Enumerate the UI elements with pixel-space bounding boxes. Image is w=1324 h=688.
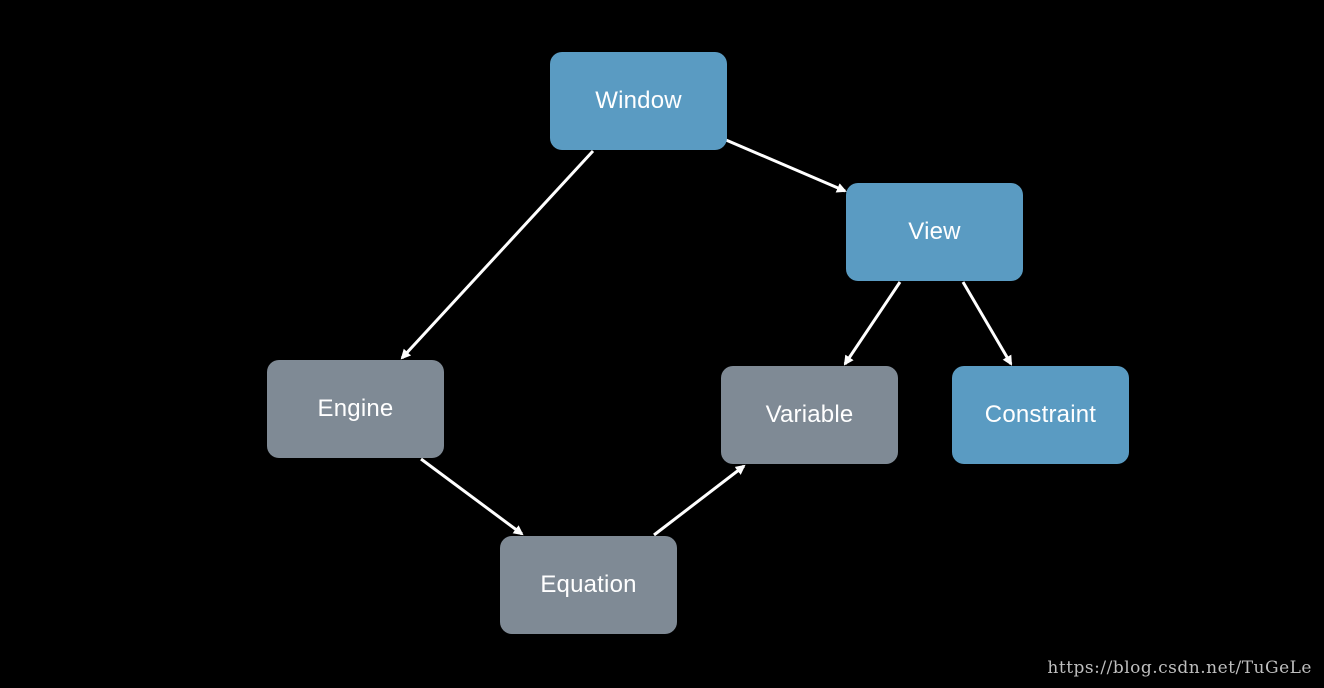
arrow-view-to-constraint	[961, 281, 1013, 366]
arrow-window-to-view	[725, 138, 847, 193]
node-window: Window	[550, 52, 727, 150]
node-constraint-label: Constraint	[984, 401, 1097, 428]
node-constraint: Constraint	[952, 366, 1129, 464]
arrow-engine-to-equation	[420, 457, 524, 536]
node-variable: Variable	[721, 366, 898, 464]
node-equation-label: Equation	[540, 571, 637, 598]
node-variable-label: Variable	[765, 401, 854, 428]
node-engine-label: Engine	[317, 395, 394, 422]
arrow-window-to-engine	[400, 149, 595, 360]
arrow-equation-to-variable	[653, 464, 746, 537]
node-engine: Engine	[267, 360, 444, 458]
node-equation: Equation	[500, 536, 677, 634]
node-view-label: View	[908, 218, 961, 245]
watermark-url: https://blog.csdn.net/TuGeLe	[1047, 658, 1312, 678]
edges-layer	[400, 138, 1013, 537]
node-window-label: Window	[595, 87, 682, 114]
node-view: View	[846, 183, 1023, 281]
arrow-view-to-variable	[843, 281, 902, 366]
